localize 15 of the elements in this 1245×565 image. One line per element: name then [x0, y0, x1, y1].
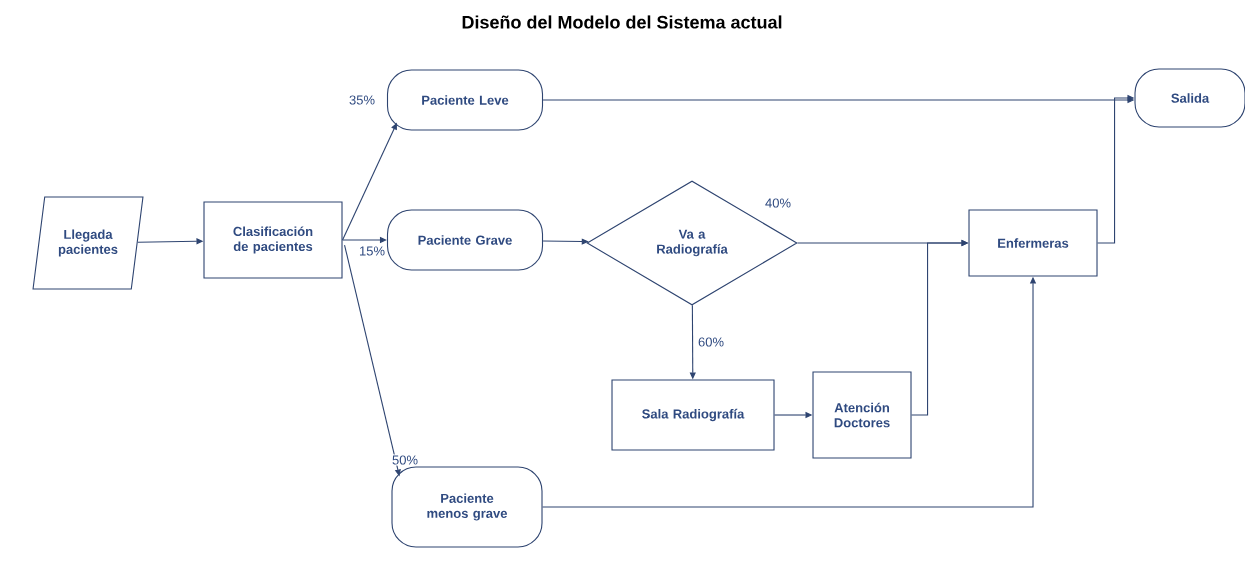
edge-label: 40%	[764, 197, 792, 209]
process-box: Sala Radiografía	[611, 379, 775, 451]
edge-label: 35%	[348, 94, 376, 106]
edge-label: 60%	[697, 336, 725, 348]
rounded-box: Paciente Leve	[386, 69, 544, 131]
process-box: Clasificación de pacientes	[203, 201, 343, 279]
edge-label: 15%	[358, 245, 386, 257]
edge-label: 50%	[391, 454, 419, 466]
rounded-box: Paciente menos grave	[391, 466, 543, 548]
rounded-box: Salida	[1134, 68, 1245, 128]
rounded-box: Paciente Grave	[386, 209, 544, 271]
input-parallelogram: Llegada pacientes	[32, 196, 144, 290]
process-box: Atención Doctores	[812, 371, 912, 459]
process-box: Enfermeras	[968, 209, 1098, 277]
title: Diseño del Modelo del Sistema actual	[462, 15, 782, 29]
